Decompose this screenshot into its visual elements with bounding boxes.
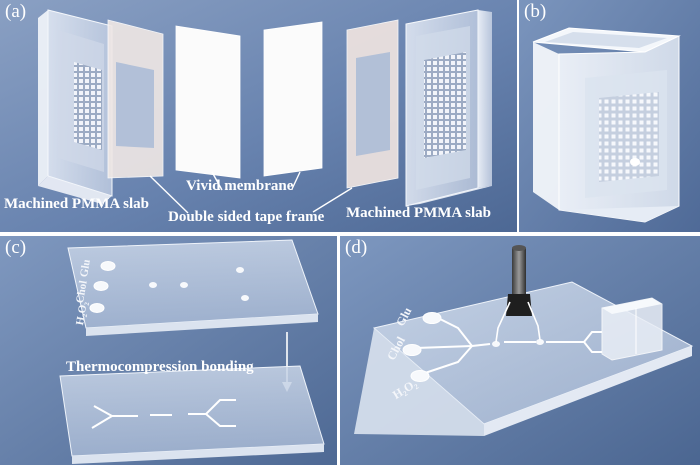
- panel-d: (d) Glu Chol H₂O₂: [340, 236, 700, 465]
- reservoir: [601, 297, 663, 361]
- thermocompression-bonding-label: Thermocompression bonding: [66, 359, 254, 375]
- tube-connector: [495, 245, 541, 343]
- panel-d-illustration: [340, 236, 700, 465]
- vivid-membrane-sheet-2: [263, 21, 323, 177]
- right-pmma-slab-label: Machined PMMA slab: [346, 205, 491, 221]
- panel-c-illustration: [0, 236, 337, 465]
- top-pmma-plate: [67, 239, 319, 336]
- panel-a-label: (a): [5, 1, 27, 22]
- left-pmma-slab: [38, 9, 113, 204]
- panel-c: (c) Glu Chol H₂O₂ Thermocompression bond…: [0, 236, 337, 465]
- left-tape-frame: [107, 19, 164, 179]
- right-tape-frame: [346, 19, 399, 189]
- panel-d-label: (d): [345, 237, 368, 258]
- bottom-pmma-plate: [59, 365, 325, 464]
- panel-b-illustration: [519, 0, 700, 232]
- assembled-device: [532, 27, 681, 223]
- panel-c-label: (c): [5, 237, 27, 258]
- panel-a-illustration: [0, 0, 517, 232]
- panel-b: (b): [519, 0, 700, 232]
- panel-b-label: (b): [524, 1, 547, 22]
- microchannels: [91, 399, 236, 429]
- double-sided-tape-frame-label: Double sided tape frame: [168, 209, 325, 225]
- leader-lines: [149, 171, 353, 214]
- panel-a: (a) Machined PMMA slab Vivid membrane Do…: [0, 0, 517, 232]
- vivid-membrane-label: Vivid membrane: [186, 178, 294, 194]
- chip-microchannels: [415, 315, 602, 375]
- left-pmma-slab-label: Machined PMMA slab: [4, 196, 149, 212]
- right-pmma-slab: [405, 9, 492, 207]
- vivid-membrane-sheet-1: [175, 25, 241, 179]
